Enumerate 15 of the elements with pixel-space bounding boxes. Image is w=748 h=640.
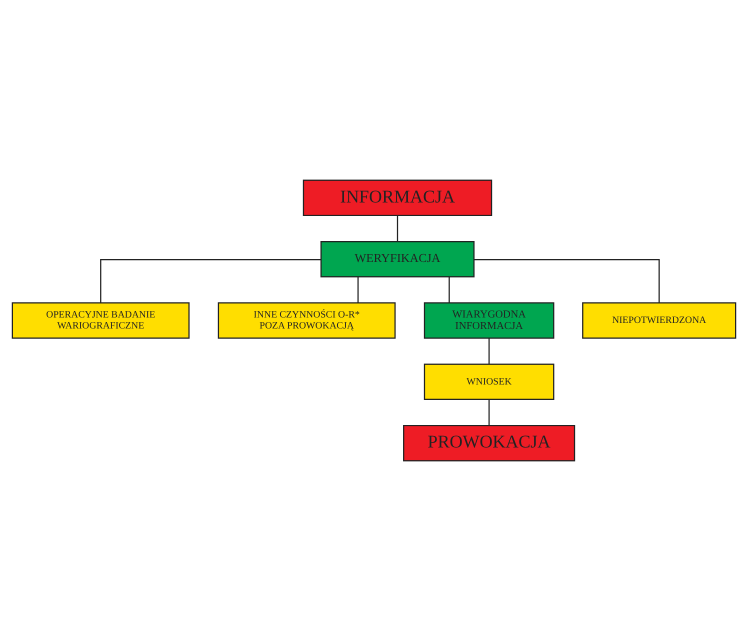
node-box: WNIOSEK [424, 363, 554, 400]
connector [474, 258, 660, 302]
node-box: OPERACYJNE BADANIE WARIOGRAFICZNE [12, 302, 190, 338]
connector [357, 276, 359, 302]
node-box: WIARYGODNA INFORMACJA [424, 302, 554, 338]
connector [100, 258, 321, 302]
connector [488, 338, 490, 364]
node-box: NIEPOTWIERDZONA [582, 302, 736, 338]
connector [448, 276, 450, 302]
node-box: INNE CZYNNOŚCI O-R* POZA PROWOKACJĄ [218, 302, 396, 338]
node-box: PROWOKACJA [403, 424, 576, 461]
connector [488, 399, 490, 425]
node-box: INFORMACJA [302, 179, 492, 216]
connector [396, 215, 398, 241]
node-box: WERYFIKACJA [320, 240, 475, 277]
